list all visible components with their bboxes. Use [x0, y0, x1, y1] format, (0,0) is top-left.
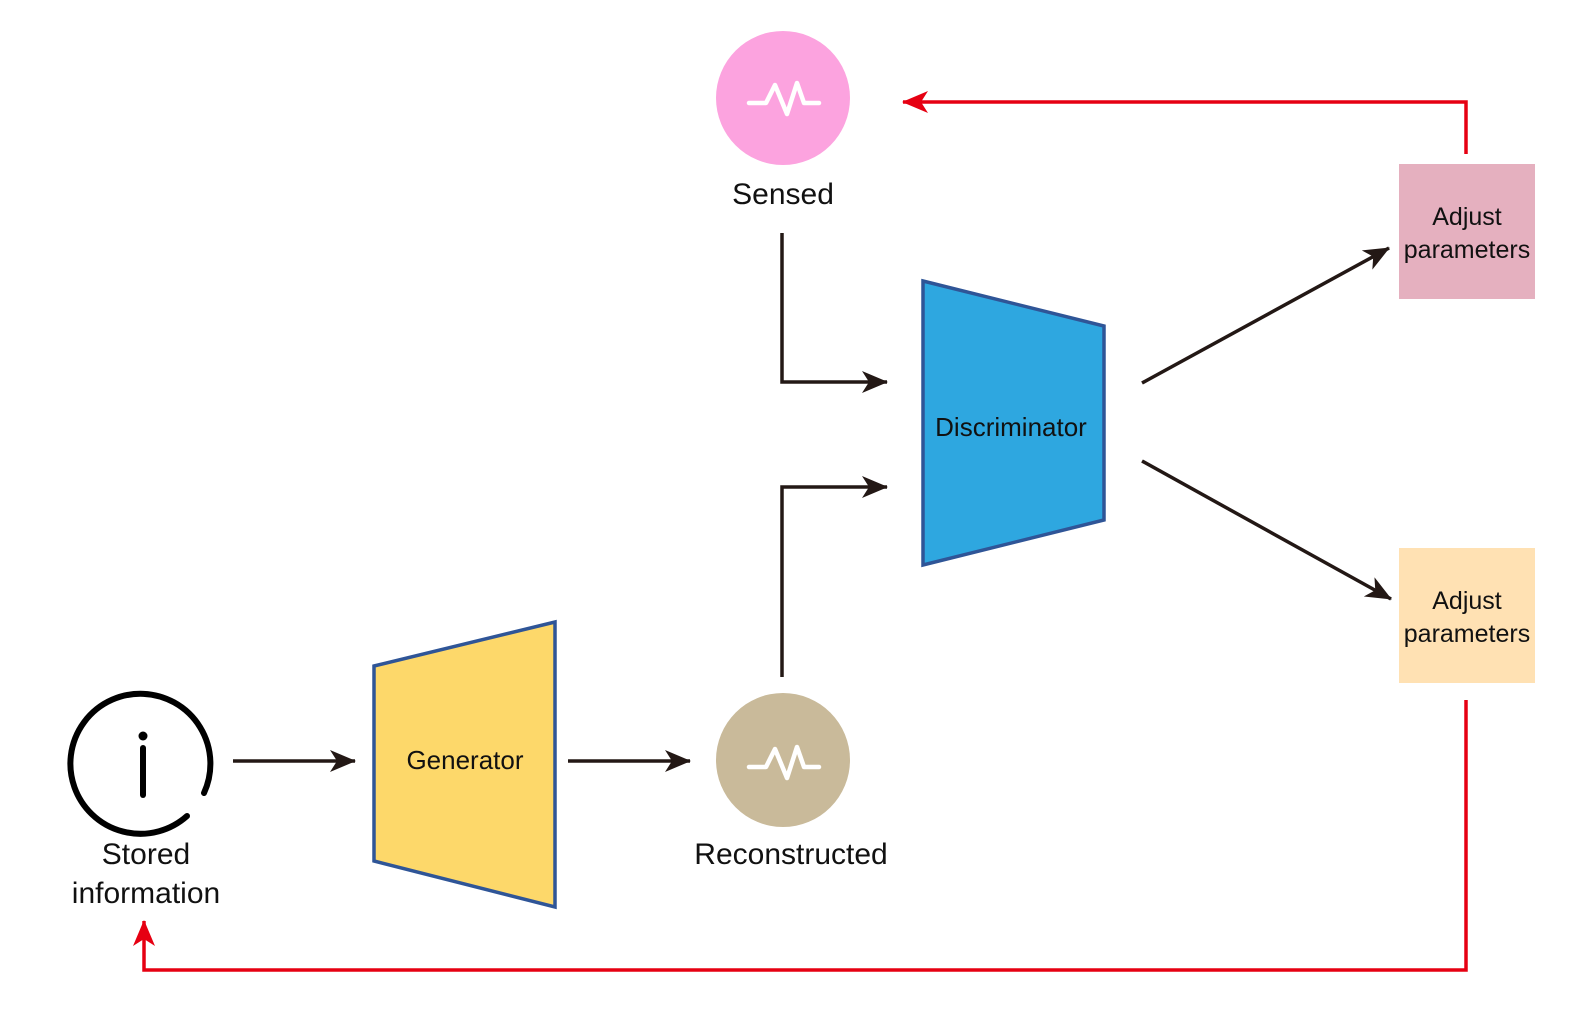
discriminator-block: Discriminator: [921, 278, 1106, 568]
generator-label: Generator: [406, 745, 523, 775]
arrow-discriminator-to-adjust-top: [1141, 246, 1390, 385]
stored-information-node: Stored information: [67, 690, 220, 910]
reconstructed-circle: [716, 693, 850, 827]
stored-label-line1: Stored: [102, 838, 190, 871]
reconstructed-node: Reconstructed: [694, 693, 888, 871]
adjust-top-label-line2: parameters: [1404, 236, 1530, 264]
arrow-reconstructed-to-discriminator: [780, 476, 888, 677]
sensed-node: Sensed: [716, 31, 850, 211]
feedback-arrows: [133, 91, 1468, 972]
feedback-adjust-bottom-to-stored: [133, 700, 1468, 972]
adjust-top-box: [1399, 164, 1535, 299]
pulse-icon: [746, 744, 822, 781]
pulse-icon: [746, 80, 822, 117]
stored-label-line2: information: [72, 877, 220, 910]
sensed-circle: [716, 31, 850, 165]
info-circle-icon: [67, 690, 214, 837]
adjust-top-label-line1: Adjust: [1432, 203, 1502, 231]
generator-trapezoid: [372, 619, 557, 910]
discriminator-trapezoid: [921, 278, 1106, 568]
sensed-label: Sensed: [732, 178, 834, 211]
arrow-discriminator-to-adjust-bottom: [1141, 459, 1392, 601]
arrow-sensed-to-discriminator: [780, 233, 888, 393]
adjust-bottom-box: [1399, 548, 1535, 683]
generator-block: Generator: [372, 619, 557, 910]
discriminator-label: Discriminator: [935, 412, 1087, 442]
flow-arrows: [233, 233, 1392, 772]
feedback-adjust-top-to-sensed: [902, 91, 1468, 154]
adjust-parameters-bottom: Adjust parameters: [1399, 548, 1535, 683]
adjust-parameters-top: Adjust parameters: [1399, 164, 1535, 299]
adjust-bottom-label-line1: Adjust: [1432, 587, 1502, 615]
adjust-bottom-label-line2: parameters: [1404, 620, 1530, 648]
reconstructed-label: Reconstructed: [694, 838, 887, 871]
